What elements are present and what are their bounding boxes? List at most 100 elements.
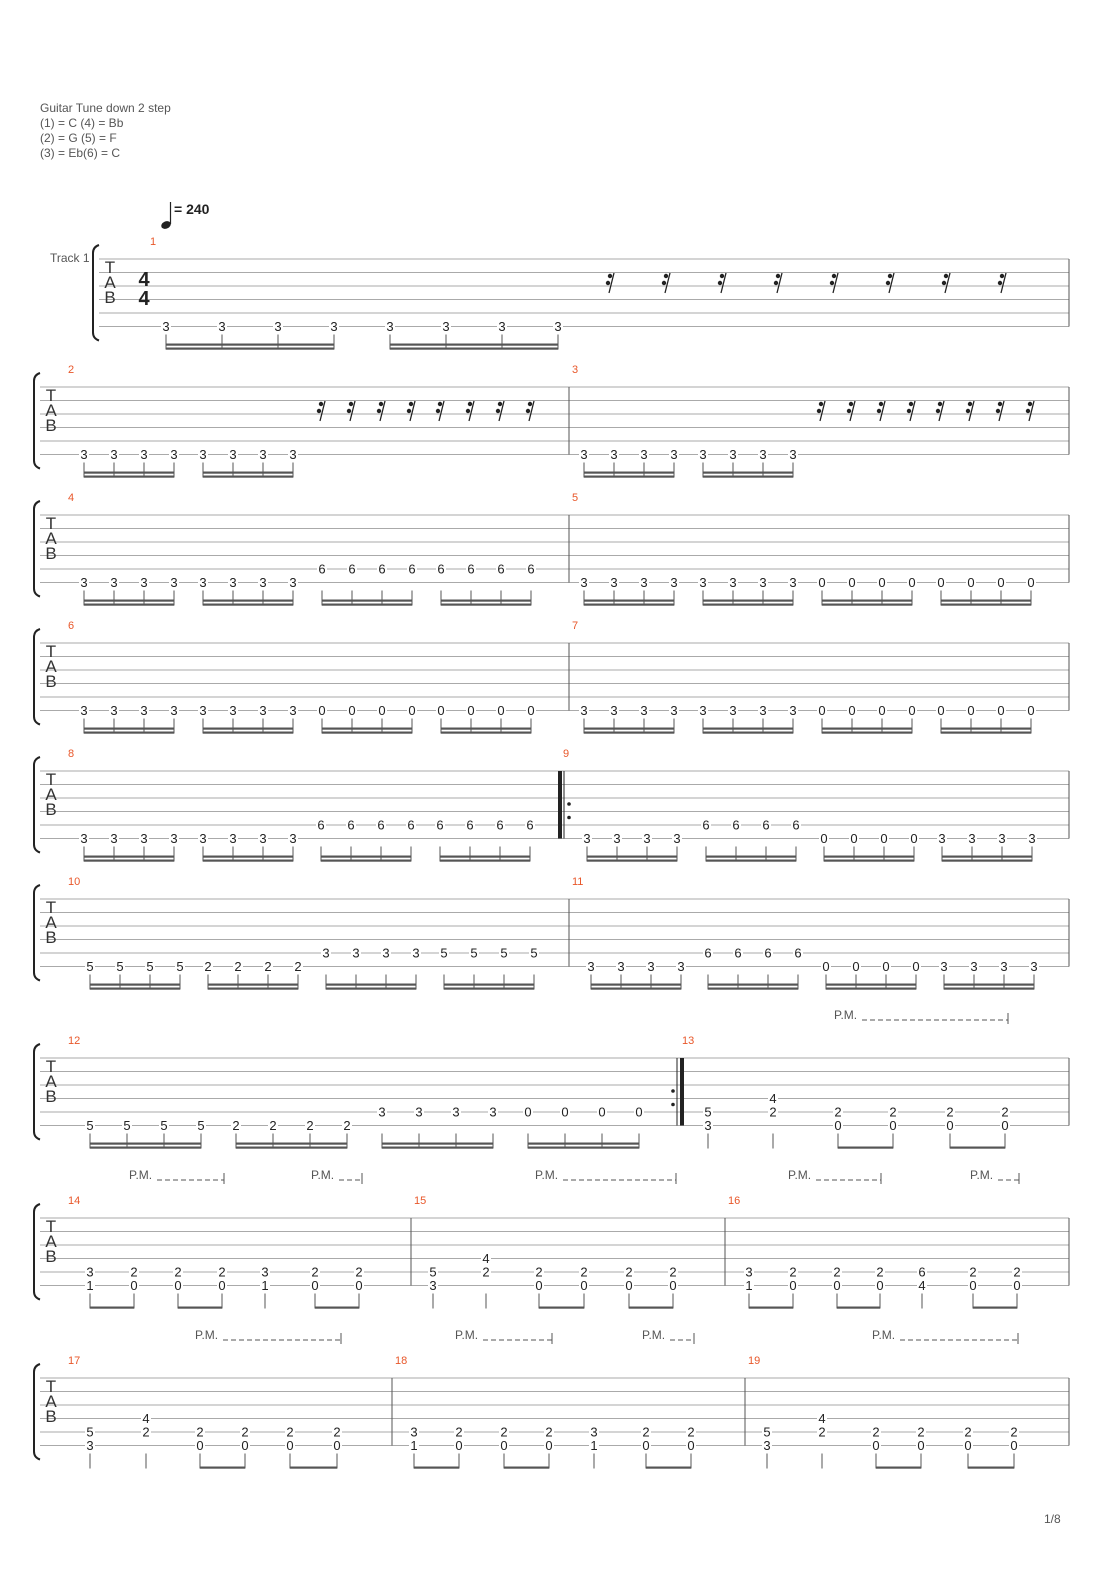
fret-number: 3 (580, 575, 587, 590)
fret-number: 5 (116, 959, 123, 974)
measure-number: 6 (68, 620, 74, 632)
rest-flag-dot (997, 280, 1003, 286)
fret-number: 3 (789, 575, 796, 590)
fret-backdrop (641, 1426, 651, 1438)
fret-number: 6 (317, 818, 324, 833)
beam (166, 347, 334, 350)
beam (444, 987, 534, 990)
fret-number: 2 (872, 1425, 879, 1440)
rest-flag-dot (999, 273, 1005, 279)
tab-clef-letter: T (46, 1057, 56, 1076)
fret-backdrop (198, 704, 208, 717)
fret-backdrop (381, 947, 391, 959)
fret-backdrop (579, 704, 589, 717)
rest-stem (1000, 272, 1007, 294)
fret-number: 3 (110, 575, 117, 590)
beam (824, 855, 914, 858)
staff-bracket (33, 1043, 41, 1141)
fret-backdrop (963, 1426, 973, 1438)
fret-backdrop (316, 819, 326, 831)
fret-backdrop (329, 320, 339, 333)
fret-number: 2 (834, 1105, 841, 1120)
beam (703, 475, 793, 478)
rest-flag-dot (885, 280, 891, 286)
time-signature-top: 4 (138, 269, 150, 291)
fret-number: 3 (259, 831, 266, 846)
rest-stem (944, 272, 951, 294)
fret-number: 3 (617, 959, 624, 974)
beam (941, 727, 1031, 730)
fret-number: 3 (643, 831, 650, 846)
fret-number: 3 (289, 831, 296, 846)
tempo-text: = 240 (174, 201, 210, 217)
sixteenth-rest-icon (465, 400, 475, 422)
fret-backdrop (407, 563, 417, 575)
fret-number: 3 (86, 1265, 93, 1280)
fret-backdrop (847, 576, 857, 589)
fret-number: 2 (204, 959, 211, 974)
beam (941, 731, 1031, 734)
sixteenth-rest-icon (346, 400, 356, 422)
beam (322, 603, 412, 606)
fret-number: 6 (318, 562, 325, 577)
fret-number: 3 (170, 831, 177, 846)
fret-backdrop (414, 1106, 424, 1118)
fret-backdrop (881, 960, 891, 973)
beam (824, 859, 914, 862)
fret-number: 3 (968, 831, 975, 846)
fret-backdrop (833, 1106, 843, 1118)
beam (200, 1466, 245, 1469)
beam (322, 599, 412, 602)
measure-number: 13 (682, 1035, 694, 1047)
fret-backdrop (847, 704, 857, 717)
fret-backdrop (553, 320, 563, 333)
fret-number: 3 (229, 703, 236, 718)
fret-number: 3 (259, 447, 266, 462)
fret-backdrop (888, 1119, 898, 1132)
fret-number: 0 (378, 703, 385, 718)
tab-clef-letter: A (45, 529, 57, 548)
fret-number: 0 (535, 1278, 542, 1293)
fret-number: 2 (455, 1425, 462, 1440)
measure-number: 3 (572, 364, 578, 376)
fret-backdrop (288, 832, 298, 845)
fret-number: 2 (669, 1265, 676, 1280)
fret-backdrop (634, 1106, 644, 1118)
fret-backdrop (411, 947, 421, 959)
fret-backdrop (817, 704, 827, 717)
tuning-line: (1) = C (4) = Bb (40, 116, 124, 130)
fret-backdrop (377, 563, 387, 575)
fret-backdrop (228, 832, 238, 845)
fret-number: 2 (264, 959, 271, 974)
fret-backdrop (733, 947, 743, 959)
fret-number: 1 (410, 1438, 417, 1453)
rest-flag-dot (773, 280, 779, 286)
rest-flag-dot (775, 273, 781, 279)
repeat-dot (671, 1089, 675, 1093)
tab-clef-letter: A (45, 785, 57, 804)
tab-clef-letter: T (46, 770, 56, 789)
tab-clef-letter: T (46, 386, 56, 405)
rest-stem (888, 272, 895, 294)
fret-number: 6 (437, 562, 444, 577)
tab-clef-letter: A (45, 1392, 57, 1411)
fret-number: 0 (937, 703, 944, 718)
fret-number: 3 (763, 1438, 770, 1453)
fret-number: 6 (497, 562, 504, 577)
fret-backdrop (347, 704, 357, 717)
fret-number: 3 (610, 703, 617, 718)
fret-number: 2 (580, 1265, 587, 1280)
measure-number: 8 (68, 748, 74, 760)
fret-number: 0 (174, 1278, 181, 1293)
tab-clef-letter: B (45, 416, 56, 435)
fret-number: 4 (142, 1411, 149, 1426)
measure-number: 15 (414, 1195, 426, 1207)
tab-clef-letter: A (45, 401, 57, 420)
rest-stem (498, 400, 505, 422)
rest-flag-dot (816, 408, 822, 414)
fret-backdrop (907, 576, 917, 589)
fret-backdrop (376, 819, 386, 831)
fret-backdrop (141, 1412, 151, 1425)
fret-backdrop (465, 819, 475, 831)
